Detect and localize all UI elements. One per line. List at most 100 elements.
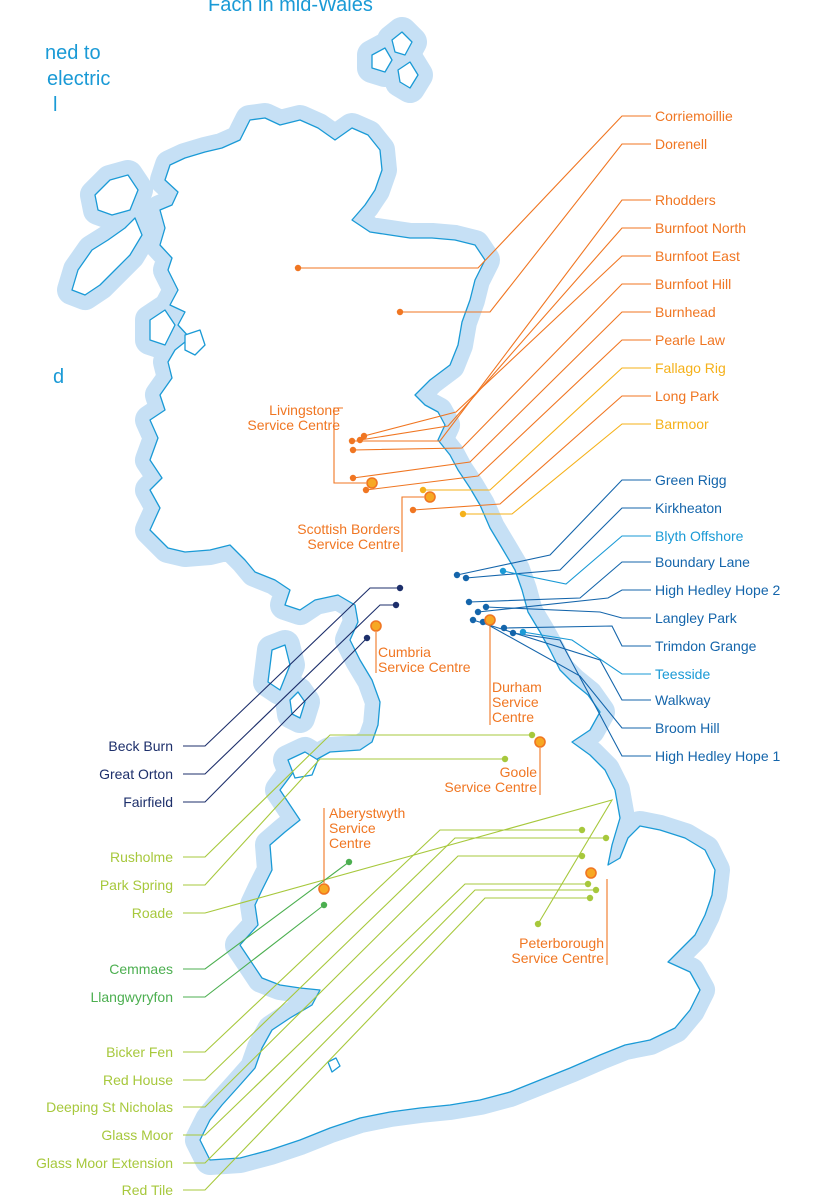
site-label-burnhead[interactable]: Burnhead (655, 304, 716, 320)
site-marker-high-hedley-hope-2[interactable] (474, 608, 482, 616)
site-marker-langley-park[interactable] (482, 603, 490, 611)
site-marker-beck-burn[interactable] (396, 584, 404, 592)
intro-text-fragment: Fach in mid-Wales (208, 0, 373, 16)
site-marker-high-hedley-hope-1[interactable] (509, 629, 517, 637)
centre-marker-scottish-borders-service-centre[interactable] (424, 491, 436, 503)
leader-line-langley-park (485, 606, 651, 619)
site-label-red-tile[interactable]: Red Tile (121, 1182, 173, 1198)
centre-marker-goole-service-centre[interactable] (534, 736, 546, 748)
coastline-island (287, 751, 319, 779)
site-label-llangwyryfon[interactable]: Llangwyryfon (90, 989, 174, 1005)
site-marker-burnfoot-hill[interactable] (349, 446, 357, 454)
site-label-langley-park[interactable]: Langley Park (655, 610, 737, 626)
site-label-glass-moor-extension[interactable]: Glass Moor Extension (36, 1155, 173, 1171)
site-marker-green-rigg[interactable] (453, 571, 461, 579)
site-label-long-park[interactable]: Long Park (655, 388, 719, 404)
site-marker-bicker-fen[interactable] (578, 826, 586, 834)
site-marker-rusholme[interactable] (528, 731, 536, 739)
site-marker-glass-moor-extension[interactable] (592, 886, 600, 894)
site-marker-great-orton[interactable] (392, 601, 400, 609)
site-label-corriemoillie[interactable]: Corriemoillie (655, 108, 733, 124)
site-label-kirkheaton[interactable]: Kirkheaton (655, 500, 722, 516)
site-label-cemmaes[interactable]: Cemmaes (109, 961, 173, 977)
leader-line-kirkheaton (465, 507, 651, 579)
site-marker-cemmaes[interactable] (345, 858, 353, 866)
site-label-beck-burn[interactable]: Beck Burn (108, 738, 173, 754)
site-marker-trimdon-grange[interactable] (500, 624, 508, 632)
site-marker-pearle-law[interactable] (362, 486, 370, 494)
site-marker-teesside[interactable] (519, 628, 527, 636)
site-label-roade[interactable]: Roade (131, 905, 173, 921)
site-marker-barmoor[interactable] (459, 510, 467, 518)
site-marker-burnhead[interactable] (349, 474, 357, 482)
site-label-pearle-law[interactable]: Pearle Law (655, 332, 726, 348)
centre-marker-cumbria-service-centre[interactable] (370, 620, 382, 632)
site-marker-llangwyryfon[interactable] (320, 901, 328, 909)
site-label-great-orton[interactable]: Great Orton (99, 766, 173, 782)
site-marker-deeping-st-nicholas[interactable] (578, 852, 586, 860)
leader-line-burnfoot-hill (352, 283, 651, 451)
coastline-island (327, 1057, 341, 1073)
site-label-broom-hill[interactable]: Broom Hill (655, 720, 720, 736)
site-label-glass-moor[interactable]: Glass Moor (101, 1127, 173, 1143)
site-marker-red-house[interactable] (602, 834, 610, 842)
site-label-bicker-fen[interactable]: Bicker Fen (106, 1044, 173, 1060)
site-marker-burnfoot-north[interactable] (356, 436, 364, 444)
site-marker-park-spring[interactable] (501, 755, 509, 763)
site-label-teesside[interactable]: Teesside (655, 666, 711, 682)
centre-marker-livingstone-service-centre[interactable] (366, 477, 378, 489)
site-marker-burnfoot-east[interactable] (360, 432, 368, 440)
centre-label-line: Service Centre (247, 417, 340, 433)
leader-line-roade (183, 799, 614, 925)
site-marker-red-tile[interactable] (586, 894, 594, 902)
site-label-blyth-offshore[interactable]: Blyth Offshore (655, 528, 744, 544)
site-marker-walkway[interactable] (469, 616, 477, 624)
site-marker-blyth-offshore[interactable] (499, 567, 507, 575)
site-label-rusholme[interactable]: Rusholme (109, 849, 173, 865)
site-marker-roade[interactable] (534, 920, 542, 928)
site-label-burnfoot-east[interactable]: Burnfoot East (655, 248, 740, 264)
site-marker-glass-moor[interactable] (584, 880, 592, 888)
site-marker-fairfield[interactable] (363, 634, 371, 642)
site-label-dorenell[interactable]: Dorenell (655, 136, 708, 152)
site-marker-long-park[interactable] (409, 506, 417, 514)
site-marker-dorenell[interactable] (396, 308, 404, 316)
site-label-high-hedley-hope-1[interactable]: High Hedley Hope 1 (655, 748, 781, 764)
site-marker-rhodders[interactable] (348, 437, 356, 445)
site-label-walkway[interactable]: Walkway (655, 692, 711, 708)
site-label-park-spring[interactable]: Park Spring (99, 877, 173, 893)
site-label-boundary-lane[interactable]: Boundary Lane (655, 554, 750, 570)
site-label-rhodders[interactable]: Rhodders (655, 192, 716, 208)
site-label-fallago-rig[interactable]: Fallago Rig (655, 360, 726, 376)
site-label-high-hedley-hope-2[interactable]: High Hedley Hope 2 (655, 582, 781, 598)
coastline-island (149, 309, 176, 346)
site-marker-fallago-rig[interactable] (419, 486, 427, 494)
site-marker-corriemoillie[interactable] (294, 264, 302, 272)
site-label-deeping-st-nicholas[interactable]: Deeping St Nicholas (46, 1099, 173, 1115)
centre-marker-aberystwyth-service-centre[interactable] (318, 883, 330, 895)
site-label-burnfoot-north[interactable]: Burnfoot North (655, 220, 747, 236)
site-label-barmoor[interactable]: Barmoor (655, 416, 709, 432)
leader-line-rhodders (352, 199, 651, 442)
leader-lines-layer (183, 115, 651, 1191)
site-label-burnfoot-hill[interactable]: Burnfoot Hill (655, 276, 732, 292)
site-marker-boundary-lane[interactable] (465, 598, 473, 606)
site-label-trimdon-grange[interactable]: Trimdon Grange (655, 638, 757, 654)
centre-bracket-livingstone-service-centre (333, 407, 366, 484)
centre-marker-peterborough-service-centre[interactable] (585, 867, 597, 879)
site-marker-kirkheaton[interactable] (462, 574, 470, 582)
leader-line-dorenell (400, 143, 651, 313)
site-label-fairfield[interactable]: Fairfield (123, 794, 173, 810)
centre-marker-durham-service-centre[interactable] (484, 614, 496, 626)
coastline-island (371, 47, 393, 73)
site-label-red-house[interactable]: Red House (102, 1072, 173, 1088)
centre-label-line: Durham (492, 679, 542, 695)
site-label-green-rigg[interactable]: Green Rigg (655, 472, 727, 488)
